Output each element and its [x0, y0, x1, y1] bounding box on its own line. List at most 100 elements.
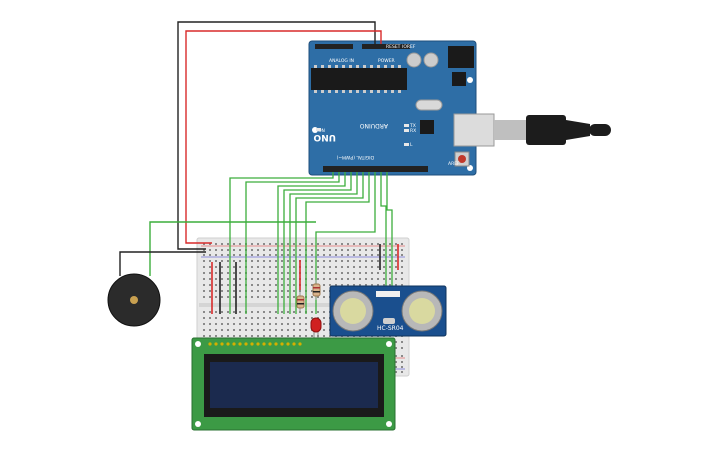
breadboard-hole — [215, 260, 217, 262]
breadboard-hole — [383, 254, 385, 256]
breadboard-hole — [383, 243, 385, 245]
breadboard-hole — [227, 254, 229, 256]
breadboard-hole — [281, 329, 283, 331]
wire-green[interactable] — [315, 172, 376, 314]
rx-label: RX — [410, 128, 416, 134]
breadboard-hole — [203, 254, 205, 256]
breadboard-hole — [251, 260, 253, 262]
breadboard-hole — [209, 266, 211, 268]
lcd-display[interactable] — [191, 337, 396, 431]
breadboard-hole — [353, 260, 355, 262]
breadboard-hole — [263, 272, 265, 274]
breadboard-hole — [269, 317, 271, 319]
breadboard-hole — [215, 284, 217, 286]
breadboard-hole — [395, 266, 397, 268]
breadboard-hole — [293, 266, 295, 268]
resistor[interactable] — [312, 280, 321, 300]
breadboard-hole — [287, 284, 289, 286]
breadboard-hole — [317, 272, 319, 274]
breadboard-hole — [209, 317, 211, 319]
breadboard-hole — [269, 335, 271, 337]
wire-green[interactable] — [380, 172, 387, 314]
breadboard-hole — [365, 254, 367, 256]
breadboard-hole — [221, 249, 223, 251]
breadboard-hole — [323, 249, 325, 251]
breadboard-hole — [269, 329, 271, 331]
breadboard-hole — [269, 290, 271, 292]
breadboard-hole — [365, 260, 367, 262]
breadboard-hole — [215, 249, 217, 251]
wire-green-buzzer[interactable] — [149, 221, 316, 276]
breadboard-hole — [239, 278, 241, 280]
wire-green[interactable] — [386, 172, 393, 314]
arduino-uno-board[interactable]: UNO ARDUINO DIGITAL (PWM~) ANALOG IN POW… — [308, 40, 477, 176]
breadboard-hole — [329, 254, 331, 256]
wire-green[interactable] — [295, 172, 364, 314]
chip-pin — [349, 65, 352, 68]
wire-green[interactable] — [245, 172, 340, 314]
breadboard-hole — [389, 272, 391, 274]
breadboard-hole — [209, 335, 211, 337]
wire-green[interactable] — [229, 172, 334, 314]
breadboard-hole — [251, 254, 253, 256]
breadboard-hole — [377, 284, 379, 286]
breadboard-hole — [251, 243, 253, 245]
breadboard-hole — [329, 266, 331, 268]
wire-green[interactable] — [305, 172, 370, 314]
breadboard-hole — [251, 284, 253, 286]
breadboard-hole — [209, 290, 211, 292]
breadboard-hole — [257, 266, 259, 268]
chip-pin — [342, 90, 345, 93]
breadboard-hole — [239, 290, 241, 292]
breadboard-hole — [251, 266, 253, 268]
usb-cable[interactable] — [453, 113, 611, 147]
piezo-buzzer[interactable] — [107, 273, 161, 327]
chip-pin — [377, 90, 380, 93]
breadboard-hole — [281, 243, 283, 245]
chip-pin — [370, 65, 373, 68]
breadboard-hole — [323, 266, 325, 268]
breadboard-hole — [239, 335, 241, 337]
breadboard-hole — [347, 249, 349, 251]
breadboard-hole — [275, 278, 277, 280]
breadboard-hole — [281, 317, 283, 319]
breadboard-hole — [239, 284, 241, 286]
breadboard-hole — [353, 254, 355, 256]
breadboard-hole — [365, 249, 367, 251]
wire-green[interactable] — [289, 172, 358, 314]
breadboard-hole — [359, 272, 361, 274]
wire-black-buzzer[interactable] — [119, 251, 206, 276]
usb-plug-body — [526, 115, 566, 145]
usb-chip — [420, 120, 434, 134]
breadboard-hole — [359, 278, 361, 280]
breadboard-hole — [251, 290, 253, 292]
breadboard-hole — [395, 341, 397, 343]
breadboard-hole — [311, 249, 313, 251]
sensor-mesh — [409, 298, 435, 324]
breadboard-hole — [281, 278, 283, 280]
breadboard-hole — [263, 323, 265, 325]
lcd-pin — [250, 342, 254, 346]
wire-black-gnd[interactable] — [177, 21, 376, 250]
breadboard-hole — [233, 296, 235, 298]
wire-green[interactable] — [277, 172, 346, 314]
lcd-pin — [280, 342, 284, 346]
resistor[interactable] — [296, 292, 305, 312]
breadboard-hole — [383, 278, 385, 280]
breadboard-hole — [371, 278, 373, 280]
brand-label: ARDUINO — [359, 122, 388, 129]
breadboard-hole — [299, 317, 301, 319]
breadboard-hole — [323, 311, 325, 313]
breadboard-hole — [221, 260, 223, 262]
reset-button-cap[interactable] — [458, 155, 466, 163]
wire-red-5v[interactable] — [185, 30, 382, 244]
breadboard-hole — [389, 266, 391, 268]
breadboard-hole — [203, 272, 205, 274]
ultrasonic-sensor[interactable]: HC-SR04 — [329, 285, 447, 337]
breadboard-hole — [275, 284, 277, 286]
chip-pin — [321, 65, 324, 68]
breadboard-hole — [233, 249, 235, 251]
breadboard-hole — [215, 335, 217, 337]
breadboard-hole — [233, 260, 235, 262]
wire-green[interactable] — [283, 172, 352, 314]
